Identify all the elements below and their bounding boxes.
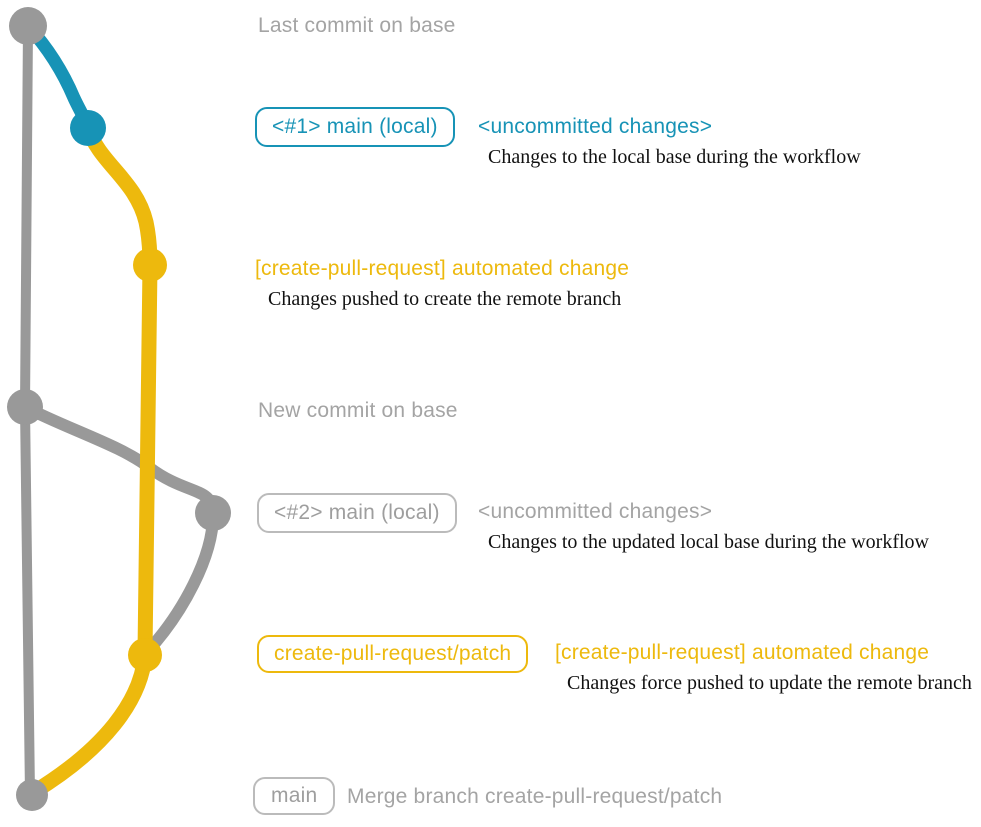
commit-dot-automated-change-1 <box>133 248 167 282</box>
branch-badge-main-merge: main <box>253 777 336 815</box>
branch-badge-main-local-1: <#1> main (local) <box>255 107 455 147</box>
automated-change-title-2: [create-pull-request] automated change <box>555 641 930 664</box>
uncommitted-changes-caption-2: Changes to the updated local base during… <box>488 531 929 553</box>
commit-dot-last-base <box>9 7 47 45</box>
merge-commit-label: Merge branch create-pull-request/patch <box>347 785 723 808</box>
commit-dot-local-main-2 <box>195 495 231 531</box>
patch-merge-line <box>26 647 153 800</box>
new-commit-label: New commit on base <box>258 399 458 422</box>
uncommitted-changes-caption-1: Changes to the local base during the wor… <box>488 146 861 168</box>
uncommitted-changes-title-1: <uncommitted changes> <box>478 115 713 138</box>
automated-change-title-1: [create-pull-request] automated change <box>255 257 630 280</box>
automated-change-caption-2: Changes force pushed to update the remot… <box>567 672 972 694</box>
last-commit-label: Last commit on base <box>258 14 456 37</box>
uncommitted-changes-title-2: <uncommitted changes> <box>478 500 713 523</box>
patch-branch-line <box>80 120 158 660</box>
branch-badge-main-local-2: <#2> main (local) <box>257 493 457 533</box>
commit-dot-merge <box>16 779 48 811</box>
commit-dot-local-main-1 <box>70 110 106 146</box>
automated-change-caption-1: Changes pushed to create the remote bran… <box>268 288 622 310</box>
commit-dot-automated-change-2 <box>128 638 162 672</box>
branch-badge-patch: create-pull-request/patch <box>257 635 529 673</box>
base-update-branch-line <box>19 401 220 658</box>
commit-dot-new-base <box>7 389 43 425</box>
